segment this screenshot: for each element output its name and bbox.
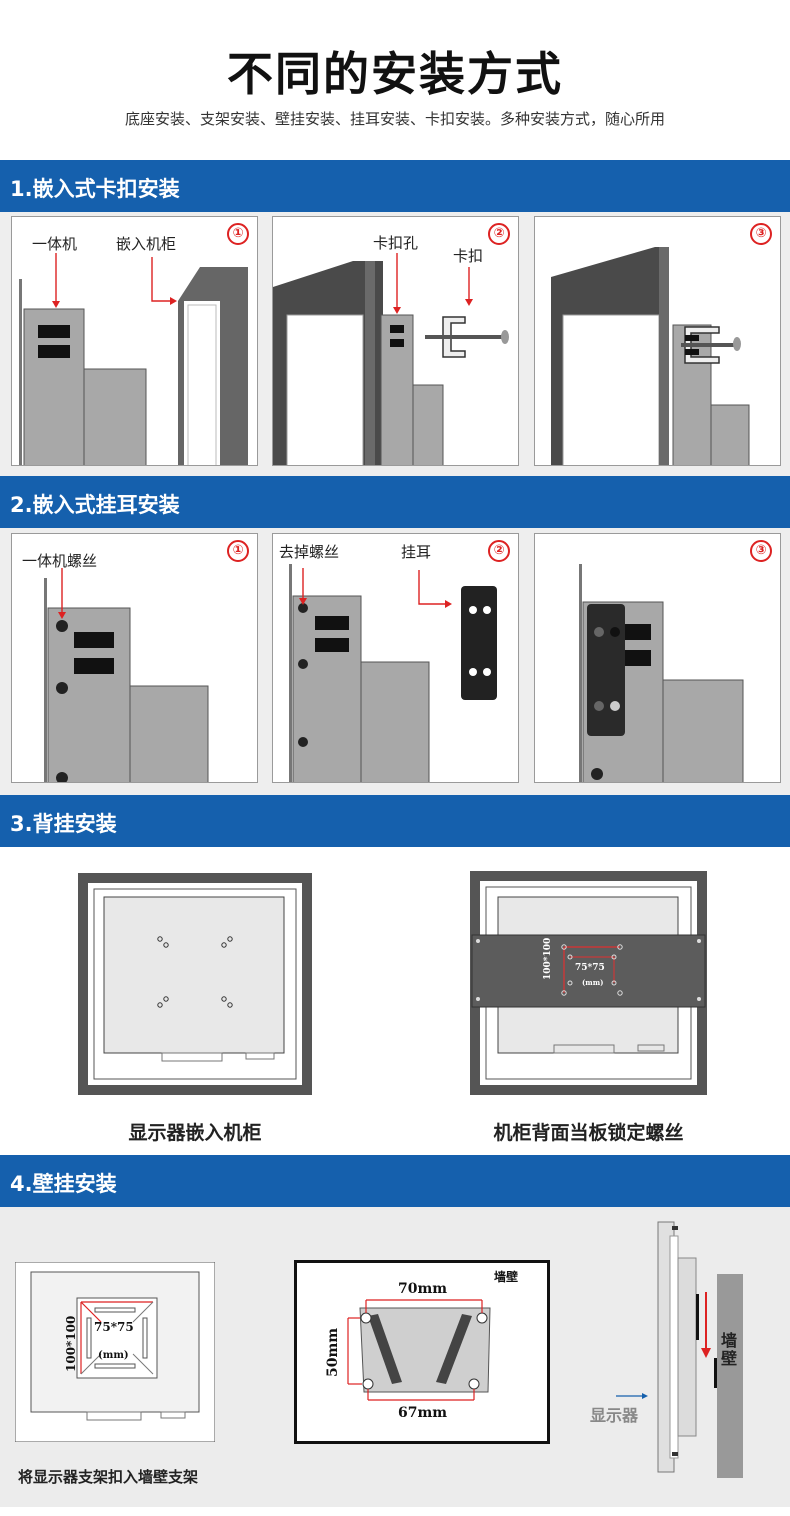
s1-panel-2: ② 卡扣孔 卡扣 — [272, 216, 519, 466]
s2-p2-label-ear: 挂耳 — [401, 543, 432, 561]
s2-p2-step-number: ② — [488, 540, 510, 562]
s2-panel-2: ② 去掉螺丝 挂耳 — [272, 533, 519, 783]
s2-p2-illustration — [289, 564, 497, 782]
s2-p3-illustration — [579, 564, 744, 782]
s4-bracket-label-67: 67mm — [398, 1405, 448, 1421]
s4-vesa-label-unit: (mm) — [98, 1350, 129, 1361]
s1-p2-step-number: ② — [488, 223, 510, 245]
s3-back-plate-illustration — [470, 871, 707, 1095]
s1-p1-step-number: ① — [227, 223, 249, 245]
s4-vesa-monitor-illustration — [15, 1262, 215, 1442]
s1-panel-1: ① 一体机 嵌入机柜 — [11, 216, 258, 466]
s4-vesa-label-75: 75*75 — [94, 1320, 134, 1334]
page-title: 不同的安装方式 — [227, 47, 563, 101]
s1-p1-label-unit: 一体机 — [32, 235, 78, 253]
s2-p1-illustration — [44, 568, 209, 782]
section-3-header: 3.背挂安装 — [0, 795, 790, 847]
s3-caption-right: 机柜背面当板锁定螺丝 — [493, 1122, 684, 1144]
section-2-title: 2.嵌入式挂耳安装 — [10, 493, 180, 517]
s1-p2-label-clip: 卡扣 — [453, 247, 484, 265]
section-4-header: 4.壁挂安装 — [0, 1155, 790, 1207]
s4-wall-bracket-illustration — [294, 1260, 550, 1444]
section-3-title: 3.背挂安装 — [10, 812, 117, 836]
s2-p1-label-screw: 一体机螺丝 — [22, 552, 98, 570]
s3-plate-label-unit: (mm) — [582, 978, 604, 987]
s1-p2-illustration — [273, 253, 509, 465]
s1-p3-illustration — [551, 247, 750, 465]
s3-plate-label-75: 75*75 — [575, 963, 605, 973]
s1-p1-illustration — [19, 253, 248, 465]
section-1-header: 1.嵌入式卡扣安装 — [0, 160, 790, 212]
s4-vesa-label-100: 100*100 — [64, 1315, 78, 1372]
s3-caption-left: 显示器嵌入机柜 — [128, 1122, 262, 1144]
s4-bracket-label-70: 70mm — [398, 1281, 448, 1297]
s2-panel-1: ① 一体机螺丝 — [11, 533, 258, 783]
s1-p3-step-number: ③ — [750, 223, 772, 245]
s3-embedded-monitor-illustration — [78, 873, 312, 1095]
s2-panel-3: ③ — [534, 533, 781, 783]
s2-p1-step-number: ① — [227, 540, 249, 562]
section-2-header: 2.嵌入式挂耳安装 — [0, 476, 790, 528]
section-4-title: 4.壁挂安装 — [10, 1172, 117, 1196]
s4-side-label-monitor: 显示器 — [590, 1406, 639, 1425]
s1-panel-3: ③ — [534, 216, 781, 466]
s1-p2-label-hole: 卡扣孔 — [373, 234, 419, 252]
s4-side-view-illustration — [616, 1221, 743, 1478]
s4-bracket-label-wall: 墙壁 — [494, 1270, 519, 1284]
s4-side-label-wall: 墙壁 — [721, 1331, 738, 1368]
page-subtitle: 底座安装、支架安装、壁挂安装、挂耳安装、卡扣安装。多种安装方式，随心所用 — [124, 110, 665, 128]
s2-p3-step-number: ③ — [750, 540, 772, 562]
s1-p1-label-cabinet: 嵌入机柜 — [116, 235, 177, 253]
section-1-title: 1.嵌入式卡扣安装 — [10, 177, 180, 201]
s4-caption: 将显示器支架扣入墙壁支架 — [18, 1468, 199, 1486]
s3-plate-label-100: 100*100 — [543, 937, 553, 980]
s2-p2-label-remove: 去掉螺丝 — [279, 543, 340, 561]
s4-bracket-label-50: 50mm — [325, 1327, 341, 1377]
